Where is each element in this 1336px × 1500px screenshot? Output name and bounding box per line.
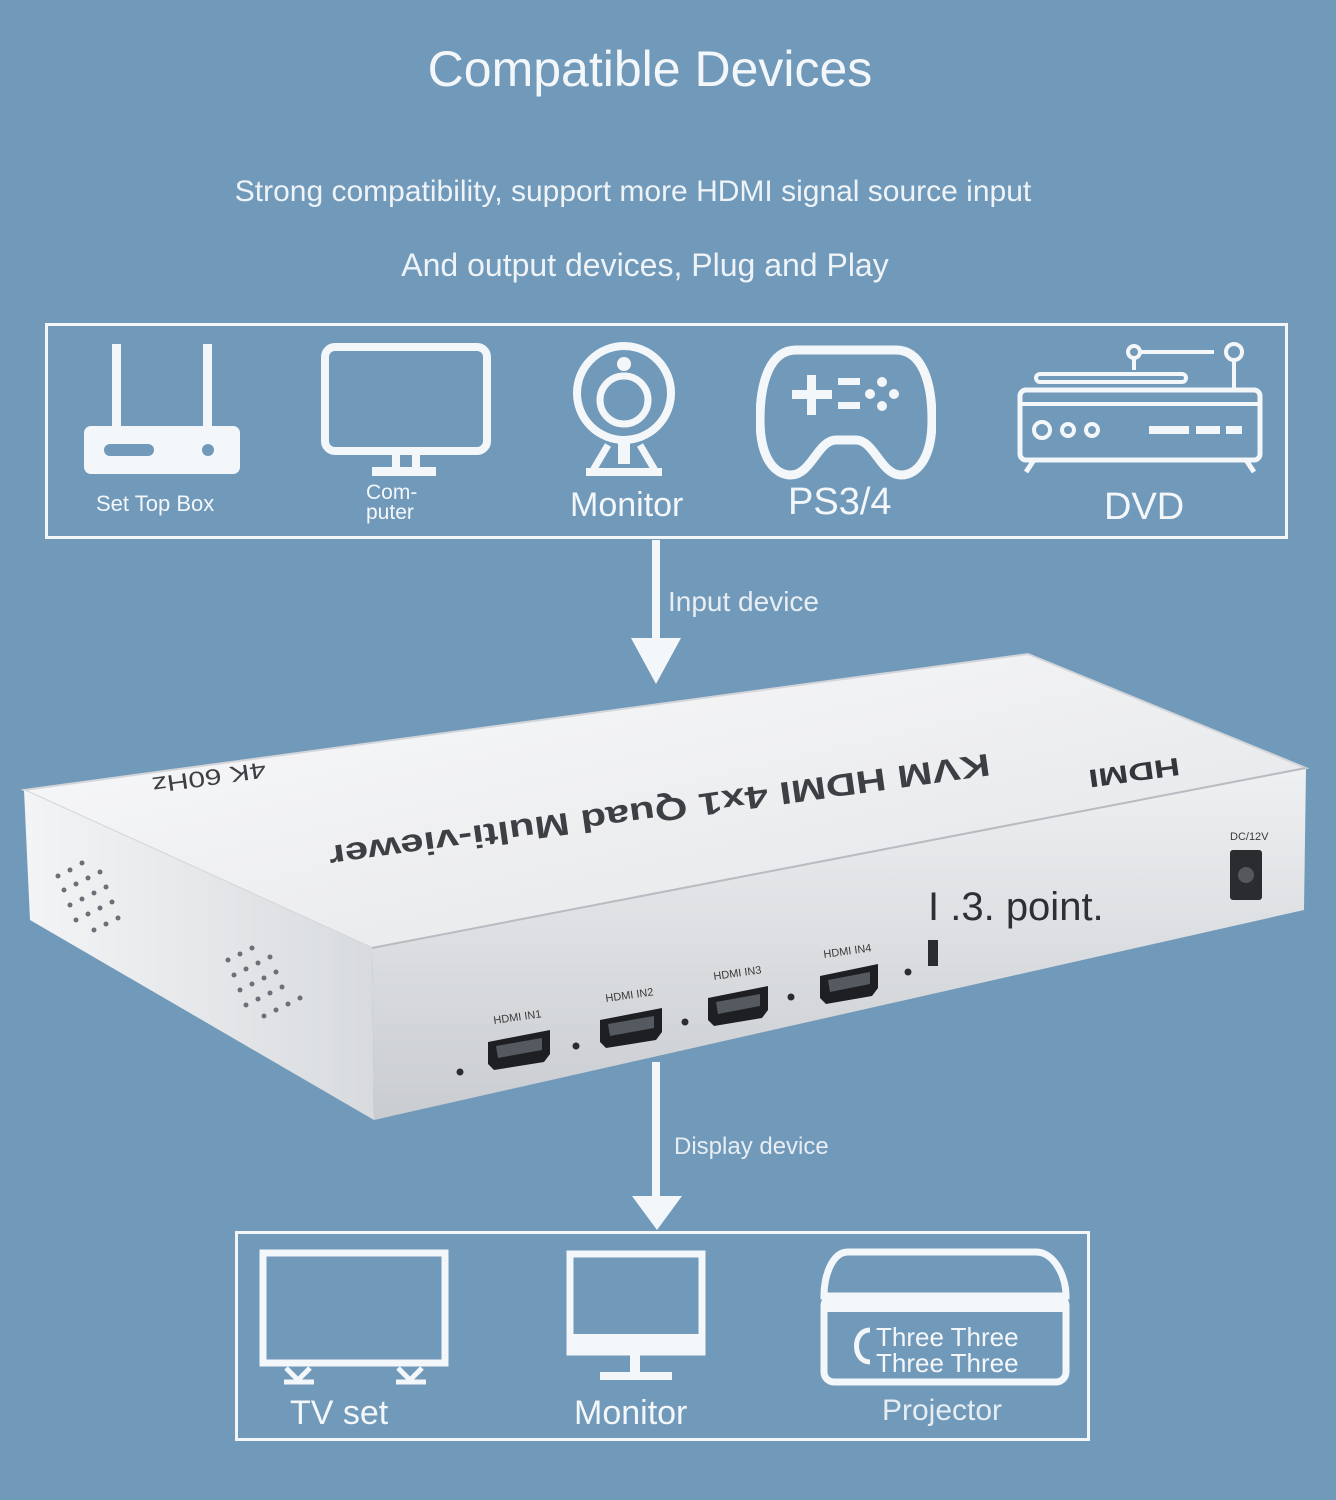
input-arrow-shaft — [652, 540, 660, 640]
projector-icon — [818, 1246, 1074, 1386]
output-devices-panel: TV set Monitor Three Three Three Three P… — [235, 1231, 1090, 1441]
output-device-label: Monitor — [574, 1394, 688, 1432]
subtitle-line-2: And output devices, Plug and Play — [401, 247, 889, 283]
input-device-label: Set Top Box — [96, 491, 215, 516]
power-label: DC/12V — [1230, 831, 1269, 843]
output-device-label: TV set — [290, 1394, 389, 1432]
computer-monitor-icon — [320, 342, 492, 482]
multi-viewer-device: KVM HDMI 4x1 Quad Multi-viewer 4K 60Hz H… — [18, 650, 1318, 1135]
input-arrow-head — [631, 638, 681, 684]
projector-text-line-2: Three Three — [876, 1348, 1019, 1378]
webcam-icon — [568, 340, 684, 480]
input-device-arrow-label: Input device — [668, 586, 819, 617]
router-icon — [80, 340, 244, 480]
label-line-2: puter — [366, 501, 414, 524]
hdmi-port-4[interactable]: HDMI IN4 — [820, 942, 878, 1004]
input-device-label: DVD — [1104, 486, 1185, 528]
subtitle-line-1: Strong compatibility, support more HDMI … — [234, 175, 1032, 208]
desktop-monitor-icon — [564, 1248, 710, 1388]
output-device-label: Projector — [882, 1394, 1003, 1427]
input-devices-panel: Set Top Box Com- puter Monitor — [45, 323, 1288, 539]
display-device-arrow-label: Display device — [674, 1133, 829, 1160]
device-overlay-text: I .3. point. — [928, 885, 1104, 929]
ir-sensor — [928, 940, 938, 966]
label-line-1: Com- — [366, 481, 418, 504]
input-device-label: PS3/4 — [788, 481, 892, 523]
page-title: Compatible Devices — [427, 41, 873, 97]
projector-text-line-1: Three Three — [876, 1322, 1019, 1352]
gamepad-icon — [756, 340, 936, 480]
hdmi-port-2[interactable]: HDMI IN2 — [600, 986, 662, 1048]
display-arrow-head — [632, 1196, 682, 1230]
hdmi-port-1[interactable]: HDMI IN1 — [488, 1008, 550, 1070]
tv-icon — [258, 1248, 454, 1388]
input-device-label: Com- puter — [366, 481, 418, 524]
display-arrow-shaft — [652, 1062, 660, 1200]
projector-inner-text: Three Three Three Three — [876, 1324, 1019, 1376]
turntable-player-icon — [1014, 340, 1264, 480]
input-device-label: Monitor — [570, 486, 684, 524]
